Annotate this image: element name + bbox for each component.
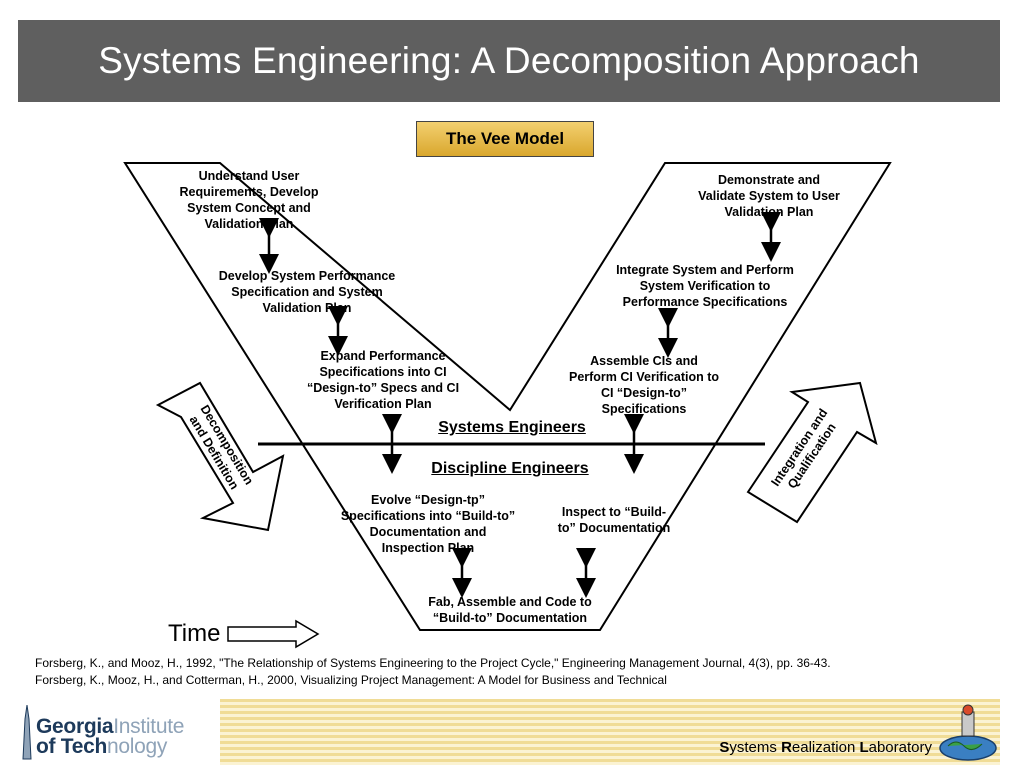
references: Forsberg, K., and Mooz, H., 1992, "The R… (35, 655, 831, 689)
node-demonstrate-validate: Demonstrate and Validate System to User … (698, 173, 840, 219)
reference-1: Forsberg, K., and Mooz, H., 1992, "The R… (35, 656, 831, 670)
page-title: Systems Engineering: A Decomposition App… (98, 40, 920, 81)
footer-bar: GeorgiaInstitute of Technology Systems R… (18, 699, 1000, 765)
double-arrows (259, 212, 781, 598)
node-expand-performance-spec: Expand Performance Specifications into C… (306, 349, 460, 411)
vee-model-badge: The Vee Model (416, 121, 594, 157)
node-evolve-design-to: Evolve “Design-tp” Specifications into “… (340, 493, 516, 555)
reference-2: Forsberg, K., Mooz, H., and Cotterman, H… (35, 673, 667, 687)
node-assemble-cis: Assemble CIs and Perform CI Verification… (568, 354, 720, 416)
discipline-engineers-label: Discipline Engineers (431, 460, 589, 477)
node-inspect-build-to: Inspect to “Build-to” Documentation (557, 505, 671, 535)
time-arrow (227, 619, 320, 649)
logo-line-1: GeorgiaInstitute (36, 715, 185, 738)
integration-arrow (746, 381, 878, 524)
lab-name: Systems Realization Laboratory (719, 739, 932, 756)
lab-logo-icon (939, 704, 997, 761)
georgia-tech-logo: GeorgiaInstitute of Technology (18, 699, 220, 765)
tower-icon (22, 705, 32, 760)
time-label: Time (168, 620, 221, 647)
logo-line-2: of Technology (36, 735, 168, 758)
title-bar: Systems Engineering: A Decomposition App… (18, 20, 1000, 102)
vee-outline (123, 162, 892, 631)
systems-engineers-label: Systems Engineers (438, 419, 586, 436)
decomposition-arrow (155, 381, 285, 532)
node-integrate-system: Integrate System and Perform System Veri… (616, 263, 794, 309)
node-understand-requirements: Understand User Requirements, Develop Sy… (179, 169, 319, 231)
node-develop-performance-spec: Develop System Performance Specification… (218, 269, 396, 315)
node-fab-assemble-code: Fab, Assemble and Code to “Build-to” Doc… (428, 595, 592, 625)
